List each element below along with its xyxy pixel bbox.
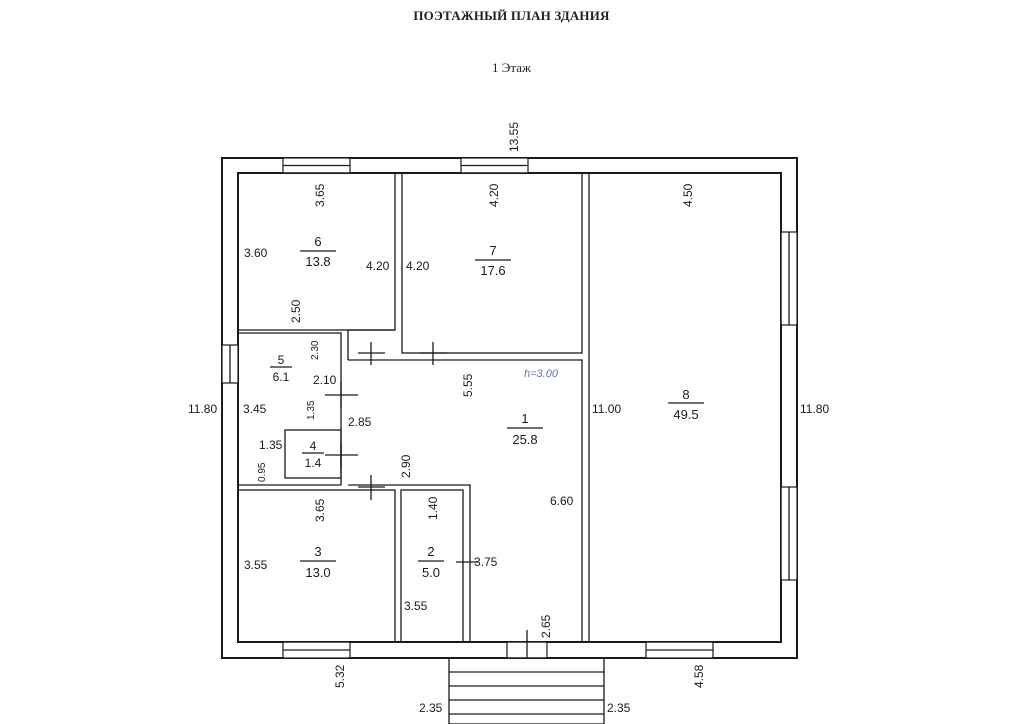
dim-left-overall: 11.80 xyxy=(188,402,217,416)
dim-r1-right: 6.60 xyxy=(550,494,574,508)
wall-room2 xyxy=(400,489,464,643)
dim-top-overall: 13.55 xyxy=(507,122,521,152)
dim-r6-top: 3.65 xyxy=(313,183,327,207)
dim-r2-bottom: 3.55 xyxy=(404,599,428,613)
dim-bottom-right: 4.58 xyxy=(692,664,706,688)
dim-r4-top: 1.35 xyxy=(259,438,283,452)
room-2-area: 5.0 xyxy=(422,565,440,580)
dim-r6-bottom: 2.50 xyxy=(289,299,303,323)
room-4-area: 1.4 xyxy=(305,456,322,470)
room-7-number: 7 xyxy=(489,243,496,258)
room-4-number: 4 xyxy=(310,439,317,453)
wall-room6 xyxy=(237,172,396,331)
windows xyxy=(221,157,798,659)
dim-r5-right: 2.10 xyxy=(313,373,337,387)
dim-right-overall: 11.80 xyxy=(800,402,829,416)
dim-porch-left: 2.35 xyxy=(419,701,443,715)
dim-r8-top: 4.50 xyxy=(681,183,695,207)
dim-r6-left: 3.60 xyxy=(244,246,268,260)
room-3-area: 13.0 xyxy=(305,565,330,580)
dim-r7-top: 4.20 xyxy=(487,183,501,207)
dim-r1-door: 2.65 xyxy=(539,614,553,638)
wall-room1 xyxy=(348,359,583,643)
dim-r1-top: 5.55 xyxy=(461,373,475,397)
room-8-area: 49.5 xyxy=(673,407,698,422)
dim-r5-top: 2.30 xyxy=(310,340,321,360)
dim-r4-left: 0.95 xyxy=(257,462,268,482)
wall-room5 xyxy=(238,332,342,486)
room-1-area: 25.8 xyxy=(512,432,537,447)
wall-room4 xyxy=(284,429,342,479)
room-5-area: 6.1 xyxy=(273,370,290,384)
dimension-labels-vertical: 13.55 3.65 4.20 4.50 2.50 2.30 1.35 0.95… xyxy=(257,122,706,688)
interior-walls xyxy=(237,172,782,643)
wall-room3 xyxy=(237,489,396,643)
porch-steps xyxy=(448,657,605,724)
dim-r3-left: 3.55 xyxy=(244,558,268,572)
ceiling-height-label: h=3.00 xyxy=(524,368,559,380)
dim-r3-top: 3.65 xyxy=(313,498,327,522)
room-2-number: 2 xyxy=(427,544,434,559)
dim-r6-right: 4.20 xyxy=(366,259,390,273)
door-markers xyxy=(325,342,528,658)
room-8-number: 8 xyxy=(682,387,689,402)
dim-r7-left: 4.20 xyxy=(406,259,430,273)
dim-r5-left: 3.45 xyxy=(243,402,267,416)
dim-r1-left: 2.85 xyxy=(348,415,372,429)
room-labels: 6 13.8 7 17.6 8 49.5 1 25.8 5 6.1 4 1.4 … xyxy=(270,234,704,580)
room-1-number: 1 xyxy=(521,411,528,426)
dim-bottom-left: 5.32 xyxy=(333,664,347,688)
room-3-number: 3 xyxy=(314,544,321,559)
room-6-area: 13.8 xyxy=(305,254,330,269)
wall-room7 xyxy=(401,172,583,354)
dim-r2-top: 1.40 xyxy=(426,496,440,520)
room-5-number: 5 xyxy=(278,353,285,367)
floor-label: 1 Этаж xyxy=(492,60,531,75)
dim-r1-bottom-left: 2.90 xyxy=(399,454,413,478)
dimension-labels: 11.80 11.80 3.60 4.20 4.20 11.00 3.45 2.… xyxy=(188,246,829,715)
room-7-area: 17.6 xyxy=(480,263,505,278)
dim-porch-right: 2.35 xyxy=(607,701,631,715)
dim-r8-left: 11.00 xyxy=(592,402,621,416)
room-6-number: 6 xyxy=(314,234,321,249)
dim-r2-right: 3.75 xyxy=(474,555,498,569)
wall-room8 xyxy=(588,172,782,643)
page-title: ПОЭТАЖНЫЙ ПЛАН ЗДАНИЯ xyxy=(413,8,610,23)
dim-r5-inner: 1.35 xyxy=(306,400,317,420)
